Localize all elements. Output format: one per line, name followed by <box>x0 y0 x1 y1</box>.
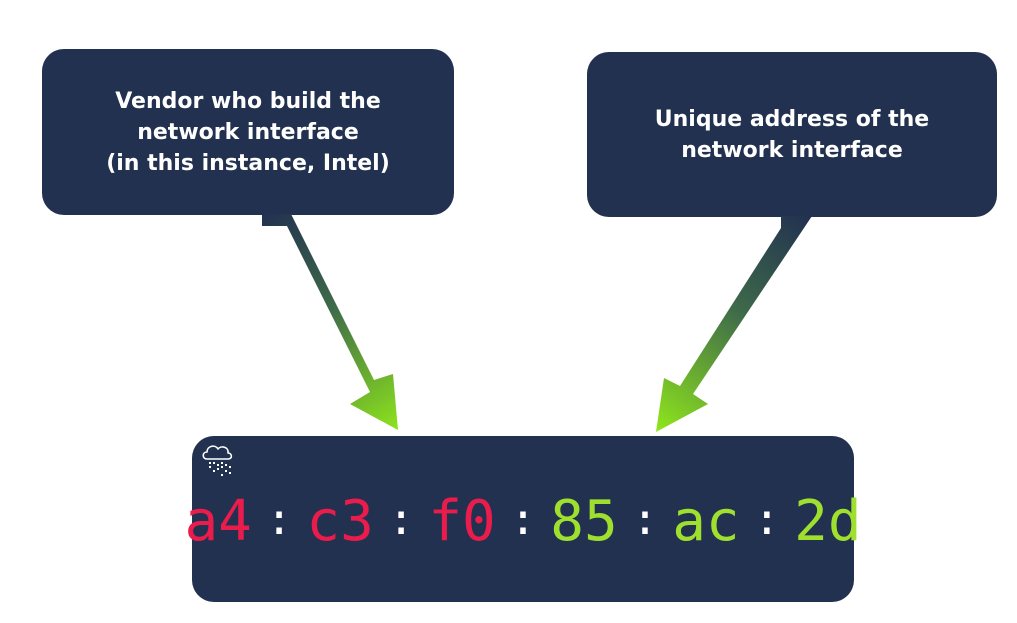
mac-separator: : <box>387 494 415 545</box>
unique-address-callout-text: Unique address of the network interface <box>655 104 929 166</box>
mac-octet-unique: 85 <box>550 489 618 554</box>
mac-separator: : <box>509 494 537 545</box>
mac-address-panel: a4 : c3 : f0 : 85 : ac : 2d <box>184 436 862 602</box>
vendor-callout-line: network interface <box>137 119 359 145</box>
unique-address-callout: Unique address of the network interface <box>587 52 997 217</box>
cloud-binary-logo-icon <box>202 445 233 476</box>
unique-address-callout-line: network interface <box>681 137 903 163</box>
unique-address-arrow <box>656 216 812 432</box>
vendor-callout-line: (in this instance, Intel) <box>106 150 390 176</box>
mac-separator: : <box>753 494 781 545</box>
mac-separator: : <box>265 494 293 545</box>
unique-address-callout-line: Unique address of the <box>654 106 930 132</box>
mac-octet-vendor: c3 <box>306 489 374 554</box>
mac-address: a4 : c3 : f0 : 85 : ac : 2d <box>184 436 861 602</box>
mac-octet-unique: 2d <box>794 489 862 554</box>
mac-octet-vendor: a4 <box>184 489 252 554</box>
mac-separator: : <box>631 494 659 545</box>
mac-octet-unique: ac <box>672 489 740 554</box>
vendor-arrow <box>262 214 398 430</box>
vendor-callout-text: Vendor who build the network interface (… <box>106 86 390 179</box>
mac-octet-vendor: f0 <box>428 489 496 554</box>
vendor-callout: Vendor who build the network interface (… <box>42 49 454 215</box>
vendor-callout-line: Vendor who build the <box>115 88 381 114</box>
